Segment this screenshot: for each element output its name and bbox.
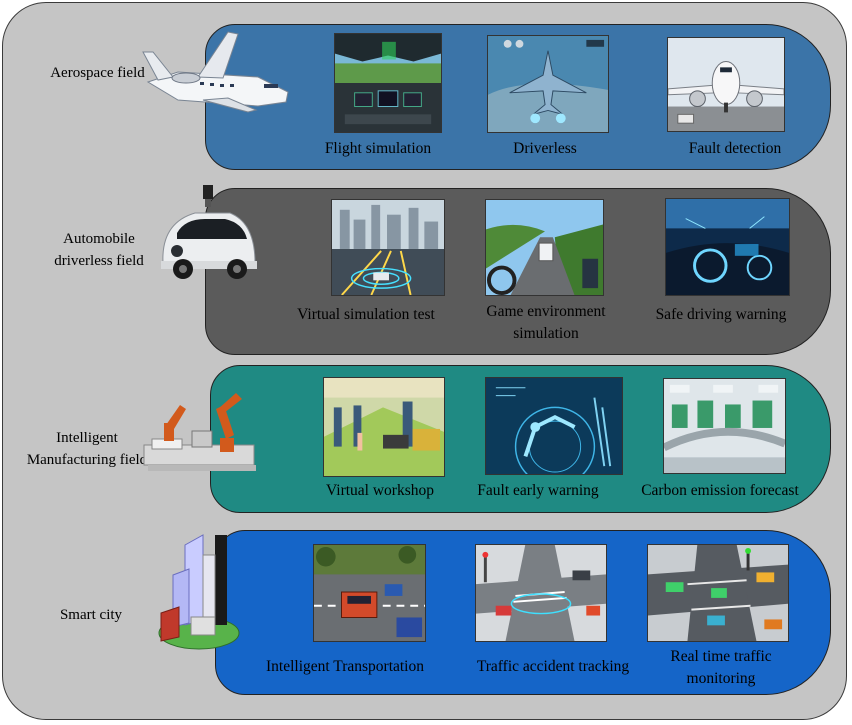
caption-safe-driving-warning: Safe driving warning [655,306,787,323]
business-jet-icon [138,22,298,117]
caption-fault-early-warning: Fault early warning [477,482,599,499]
caption-carbon-emission-forecast: Carbon emission forecast [641,482,799,499]
workshop-image [323,377,445,477]
factory-line-image [663,378,786,474]
car-dashboard-image [665,198,790,296]
skyscrapers-icon [155,525,243,650]
caption-virtual-simulation-test: Virtual simulation test [297,306,435,323]
self-driving-car-icon [155,183,260,283]
cockpit-image [334,33,442,133]
caption-virtual-workshop: Virtual workshop [326,482,434,499]
airliner-image [667,37,785,132]
caption-traffic-accident-tracking: Traffic accident tracking [476,658,630,675]
field-label-automobile: Automobile driverless field [54,231,144,269]
field-label-aerospace: Aerospace field [50,65,145,81]
field-label-smart-city: Smart city [59,607,123,623]
street-traffic-image [313,544,426,642]
caption-flight-simulation: Flight simulation [324,140,432,157]
aerial-intersection-image [647,544,789,642]
robot-arm-hologram-image [485,377,623,475]
caption-game-environment-simulation: Game environment simulation [486,303,606,342]
caption-fault-detection: Fault detection [688,140,782,157]
caption-intelligent-transportation: Intelligent Transportation [265,658,424,675]
caption-driverless: Driverless [513,140,577,157]
game-road-image [485,199,604,296]
fighter-jet-image [487,35,609,133]
caption-real-time-traffic-monitoring: Real time traffic monitoring [670,648,772,687]
intersection-image [475,544,607,642]
city-highway-image [331,199,445,296]
industrial-robot-icon [142,383,260,475]
field-label-manufacturing: Intelligent Manufacturing field [26,430,148,468]
